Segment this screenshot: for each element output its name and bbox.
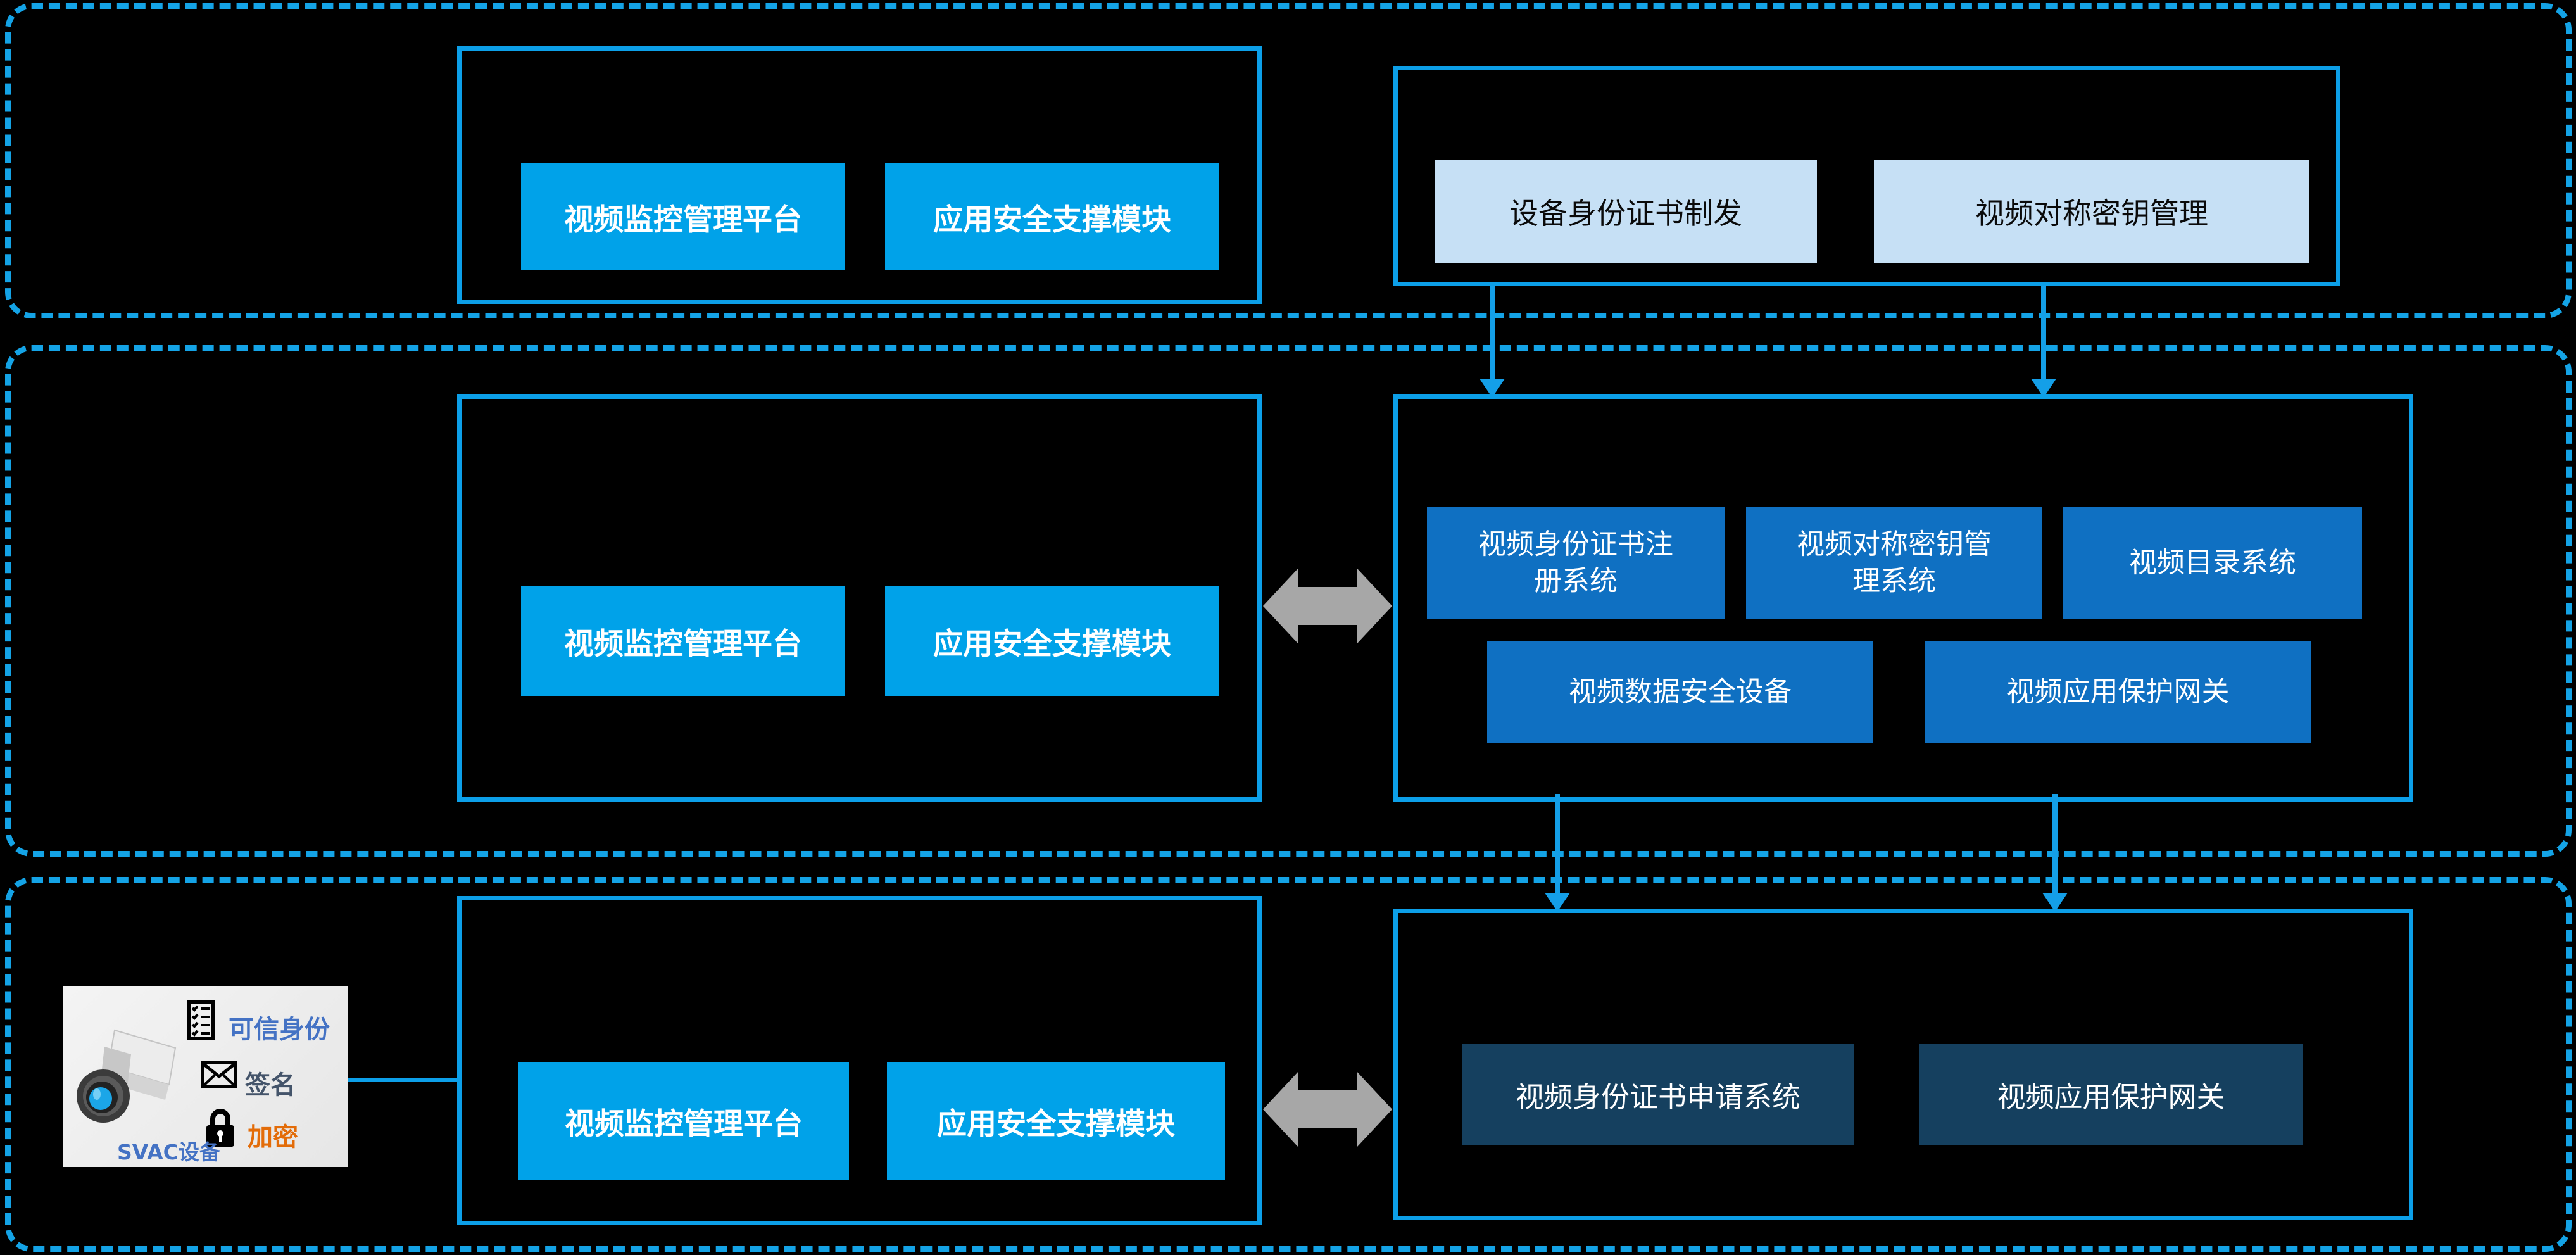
video-data-security-device-node: 视频数据安全设备 (1487, 641, 1873, 743)
padlock-icon (206, 1109, 234, 1147)
top-security-module-node: 应用安全支撑模块 (885, 163, 1219, 270)
middle-video-app-gateway-node: 视频应用保护网关 (1925, 641, 2311, 743)
bottom-security-module-node: 应用安全支撑模块 (887, 1062, 1225, 1180)
bottom-security-box: 视频身份证书申请系统 视频应用保护网关 (1393, 909, 2413, 1220)
top-platform-box: 视频监控管理平台 应用安全支撑模块 (457, 46, 1262, 304)
top-ca-box: 设备身份证书制发 视频对称密钥管理 (1393, 66, 2340, 286)
camera-icon (77, 1029, 177, 1123)
middle-video-platform-node: 视频监控管理平台 (521, 586, 845, 696)
bottom-platform-box: 视频监控管理平台 应用安全支撑模块 (457, 896, 1262, 1225)
device-connector-line (347, 1078, 460, 1082)
video-directory-system-node: 视频目录系统 (2063, 507, 2362, 619)
middle-security-box: 视频身份证书注 册系统 视频对称密钥管 理系统 视频目录系统 视频数据安全设备 … (1393, 394, 2413, 802)
signature-label: 签名 (245, 1071, 296, 1100)
arrow-middle-to-bottom-2 (2052, 794, 2058, 894)
bottom-video-app-gateway-node: 视频应用保护网关 (1919, 1044, 2303, 1145)
arrow-top-to-middle-1 (1490, 286, 1495, 380)
trusted-identity-label: 可信身份 (229, 1015, 330, 1044)
encryption-label: 加密 (248, 1123, 298, 1152)
device-cert-issuing-node: 设备身份证书制发 (1435, 160, 1817, 263)
arrow-middle-to-bottom-1 (1555, 794, 1560, 894)
video-cert-apply-system-node: 视频身份证书申请系统 (1462, 1044, 1854, 1145)
middle-security-module-node: 应用安全支撑模块 (885, 586, 1219, 696)
bottom-video-platform-node: 视频监控管理平台 (518, 1062, 849, 1180)
tier-top-region (5, 3, 2572, 318)
checklist-icon (187, 1000, 215, 1040)
middle-bidirectional-arrow (1263, 568, 1392, 644)
video-symmetric-key-mgmt-node: 视频对称密钥管理 (1874, 160, 2309, 263)
envelope-icon (201, 1061, 237, 1088)
middle-platform-box: 视频监控管理平台 应用安全支撑模块 (457, 394, 1262, 802)
top-video-platform-node: 视频监控管理平台 (521, 163, 845, 270)
video-cert-registration-node: 视频身份证书注 册系统 (1427, 507, 1725, 619)
bottom-bidirectional-arrow (1263, 1071, 1392, 1147)
svac-device-card: 可信身份 签名 加密 SVAC设备 (63, 986, 348, 1167)
video-symmetric-key-system-node: 视频对称密钥管 理系统 (1746, 507, 2042, 619)
tier-middle-region (5, 345, 2572, 857)
svac-device-label: SVAC设备 (117, 1140, 220, 1164)
arrow-top-to-middle-2 (2041, 286, 2046, 380)
tier-bottom-region (5, 877, 2572, 1252)
